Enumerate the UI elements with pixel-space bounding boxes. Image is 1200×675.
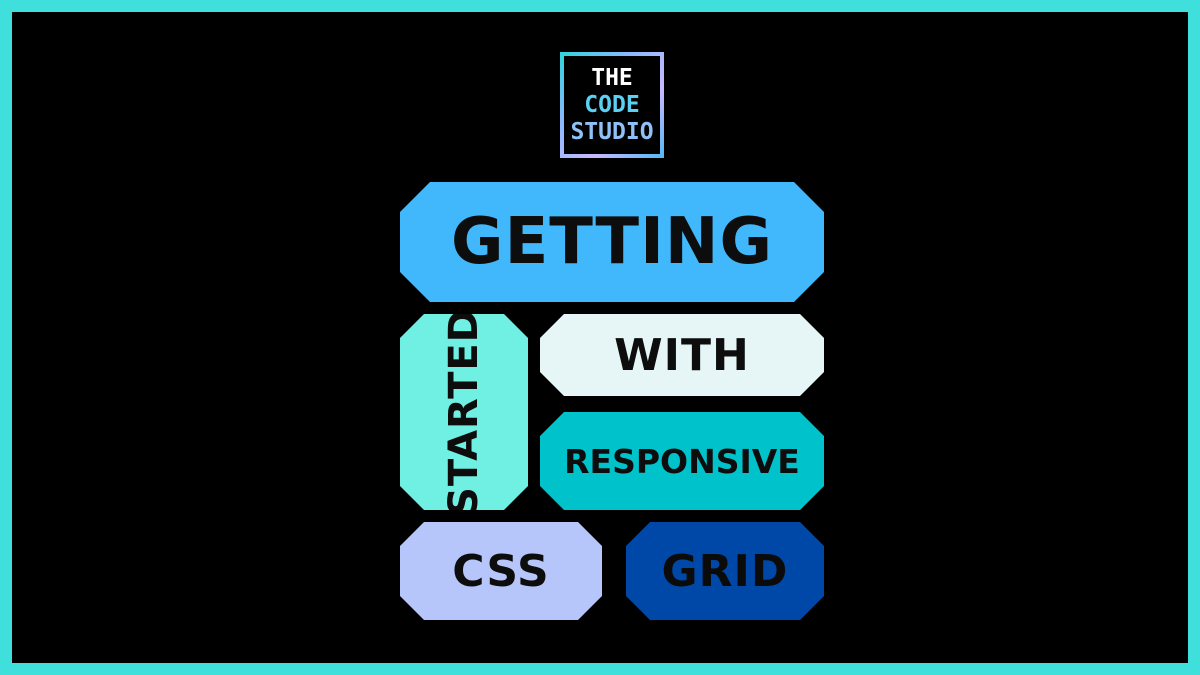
tile-css: CSS xyxy=(400,522,602,620)
logo-line-code: CODE xyxy=(584,91,640,118)
tile-started-label: STARTED xyxy=(441,308,488,516)
tile-getting: GETTING xyxy=(400,182,824,302)
code-studio-logo: THE CODE STUDIO xyxy=(560,52,664,158)
tile-with: WITH xyxy=(540,314,824,396)
tile-with-label: WITH xyxy=(614,329,750,381)
tile-grid: GRID xyxy=(626,522,824,620)
tile-responsive: RESPONSIVE xyxy=(540,412,824,510)
logo-line-studio: STUDIO xyxy=(570,118,654,145)
tile-getting-label: GETTING xyxy=(451,205,773,279)
tile-responsive-label: RESPONSIVE xyxy=(564,441,800,481)
tile-grid-label: GRID xyxy=(661,545,789,597)
logo-line-the: THE xyxy=(591,64,633,91)
tile-css-label: CSS xyxy=(452,545,550,597)
tile-started: STARTED xyxy=(400,314,528,510)
